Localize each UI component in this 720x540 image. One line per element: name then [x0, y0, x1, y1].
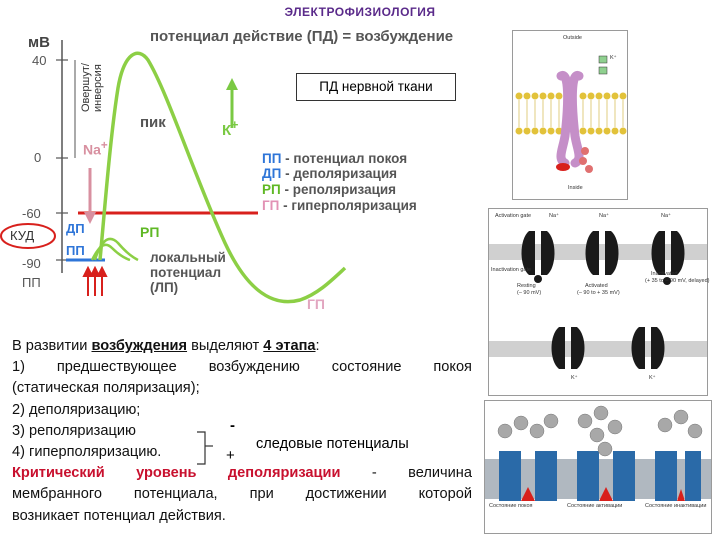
legend-gp: ГП - гиперполяризация — [262, 198, 417, 213]
channel-left — [556, 71, 573, 168]
tick-label-neg90: -90 — [22, 256, 41, 271]
text-line-4: 2) деполяризацию; — [12, 401, 141, 418]
graph-headline: потенциал действие (ПД) = возбуждение — [150, 28, 454, 45]
nerve-ap-box: ПД нервной ткани — [296, 73, 456, 101]
tick-label-0: 0 — [34, 150, 42, 165]
legend-rp: РП - реполяризация — [262, 182, 397, 197]
page-title: ЭЛЕКТРОФИЗИОЛОГИЯ — [284, 5, 436, 19]
rp-label: РП — [140, 224, 160, 240]
pp-inner-label: ПП — [66, 243, 85, 258]
states-panel: Состояние покоя Состояние активации Сост… — [484, 400, 712, 534]
lipid-top — [515, 92, 627, 100]
local-potential-2 — [90, 243, 131, 262]
legend-dp: ДП - деполяризация — [262, 166, 397, 181]
text-line-6: 4) гиперполяризацию. — [12, 443, 162, 460]
ap-curve — [98, 51, 347, 304]
legend-pp: ПП - потенциал покоя — [262, 151, 408, 166]
gate-ball — [556, 163, 570, 171]
text-line-3: (статическая поляризация); — [12, 380, 200, 397]
na-label: Na+ — [83, 139, 108, 158]
inside-label: Inside — [568, 185, 583, 191]
dp-label: ДП — [66, 221, 85, 236]
k-channel-diagram — [515, 55, 627, 173]
channel-right — [567, 71, 584, 168]
tick-label-neg60: -60 — [22, 206, 41, 221]
overshoot-label: Овершут/ инверсия — [80, 63, 104, 112]
text-line-9: возникает потенциал действия. — [12, 507, 226, 524]
k-label: К+ — [222, 118, 239, 139]
trace-bracket — [197, 431, 213, 465]
pp-label: ПП — [22, 275, 41, 290]
tick-label-40: 40 — [32, 53, 47, 68]
text-line-1: В развитии возбуждения выделяют 4 этапа: — [12, 338, 320, 354]
gates-diagram — [489, 231, 707, 369]
action-potential-graph — [0, 40, 347, 304]
gp-label: ГП — [307, 296, 325, 312]
states-diagram — [485, 405, 711, 501]
channel-panel: Outside K⁺ Inside — [512, 30, 628, 200]
trace-plus: + — [226, 447, 235, 464]
body-text: В развитии возбуждения выделяют 4 этапа:… — [12, 336, 472, 527]
trace-label: следовые потенциалы — [256, 436, 409, 452]
gates-panel: Activation gate Na⁺ Na⁺ Na⁺ Inactivation… — [488, 208, 709, 396]
outside-label: Outside — [563, 35, 582, 41]
text-line-5: 3) реполяризацию — [12, 422, 136, 439]
kud-oval — [0, 223, 56, 249]
trace-minus: - — [230, 417, 235, 434]
kud-label: КУД — [10, 228, 35, 243]
lipid-bottom — [515, 127, 627, 135]
stimulus-arrows — [82, 265, 108, 296]
peak-label: пик — [140, 114, 166, 131]
y-unit: мВ — [28, 34, 50, 51]
